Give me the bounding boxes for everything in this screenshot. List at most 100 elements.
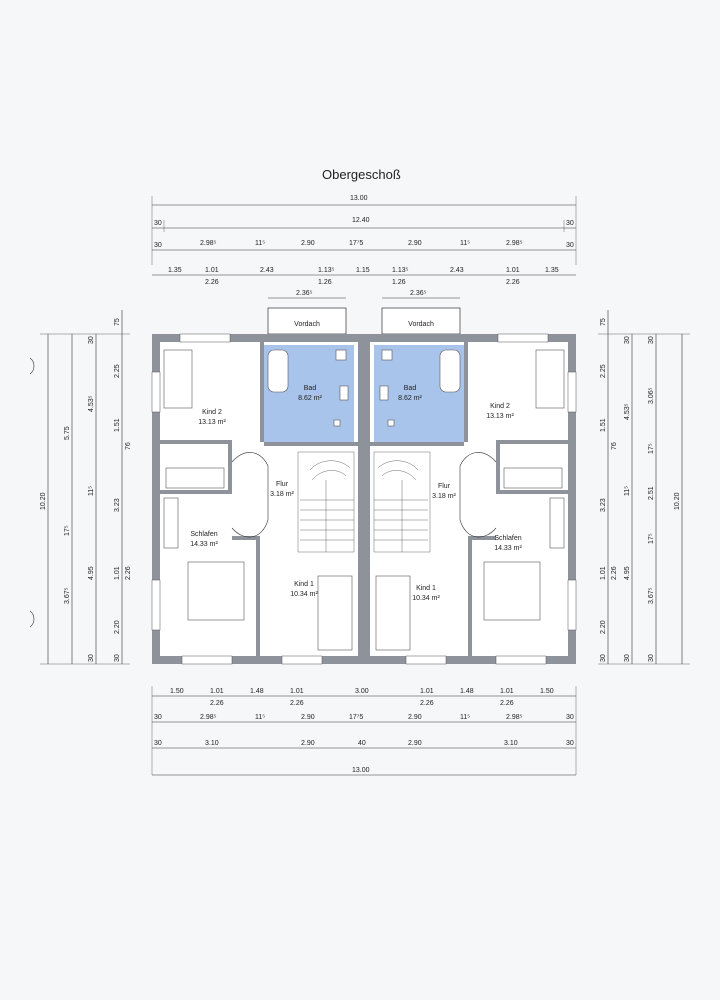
vordach-right-label: Vordach <box>408 321 434 328</box>
dim-left-c3: 30 <box>88 654 95 662</box>
bed-kind1-right <box>375 575 411 651</box>
dim-top-r4: 1.01 <box>205 267 219 274</box>
left-dimensions: 10.20 5.75 17⁵ 3.67⁵ 30 4.53⁵ 11⁵ 4.95 3… <box>40 310 132 665</box>
dim-left-c4: 1.51 <box>114 418 121 432</box>
dim-top-r3: 2.98⁵ <box>200 240 217 247</box>
room-schlafen-right-name: Schlafen <box>494 535 521 542</box>
dim-left-c2: 5.75 <box>64 426 71 440</box>
shelf-left <box>165 467 225 489</box>
dim-bottom-r1: 1.01 <box>500 688 514 695</box>
dim-top-r4: 1.13⁵ <box>392 267 409 274</box>
room-schlafen-left-area: 14.33 m² <box>190 541 218 548</box>
dim-top-r5: 2.36⁵ <box>296 290 313 297</box>
dim-top-r4: 2.43 <box>450 267 464 274</box>
stairs-right <box>373 451 431 553</box>
dim-left-total: 10.20 <box>40 492 47 510</box>
dim-bottom-r2: 11⁵ <box>460 714 470 721</box>
wardrobe-kind2-right <box>535 349 565 409</box>
dim-bottom-r2: 17⁷5 <box>349 714 363 721</box>
dim-right-c1: 1.51 <box>600 418 607 432</box>
bottom-dimensions: 1.50 1.01 1.48 1.01 3.00 1.01 1.48 1.01 … <box>151 686 577 776</box>
room-bad-left-name: Bad <box>304 385 317 392</box>
binder-hole-bottom <box>29 610 35 628</box>
room-kind2-left-area: 13.13 m² <box>198 419 226 426</box>
dim-top-r4sub: 2.26 <box>506 279 520 286</box>
dim-bottom-r3: 40 <box>358 740 366 747</box>
bathtub-left <box>267 349 289 393</box>
room-kind1-left-area: 10.34 m² <box>290 591 318 598</box>
dim-bottom-r1: 1.01 <box>210 688 224 695</box>
room-flur-right-area: 3.18 m² <box>432 493 456 500</box>
dim-bottom-r1: 1.50 <box>170 688 184 695</box>
dim-right-c1: 2.25 <box>600 364 607 378</box>
sink-right <box>381 349 393 361</box>
dim-bottom-r1: 1.48 <box>250 688 264 695</box>
dim-bottom-r1: 1.48 <box>460 688 474 695</box>
dim-top-r4sub: 2.26 <box>205 279 219 286</box>
room-bad-right-name: Bad <box>404 385 417 392</box>
dim-bottom-r2: 30 <box>154 714 162 721</box>
dim-bottom-r1sub: 2.26 <box>290 700 304 707</box>
dim-top-r2: 30 <box>154 220 162 227</box>
room-kind2-right-area: 13.13 m² <box>486 413 514 420</box>
dim-top-r4: 1.13⁵ <box>318 267 335 274</box>
dim-left-c3: 11⁵ <box>88 486 95 496</box>
dim-right-c3: 2.51 <box>648 486 655 500</box>
right-dimensions: 75 2.25 1.51 76 3.23 1.01 2.26 2.20 30 3… <box>598 310 690 665</box>
dim-bottom-r2: 2.90 <box>408 714 422 721</box>
top-dimensions: 13.00 30 12.40 30 30 2.98⁵ 11⁵ 2.90 17⁷5… <box>151 195 577 299</box>
dim-right-c1: 3.23 <box>600 498 607 512</box>
room-bad-left-area: 8.62 m² <box>298 395 322 402</box>
dim-top-r2: 30 <box>566 220 574 227</box>
dim-top-r4: 2.43 <box>260 267 274 274</box>
dim-left-c3: 4.95 <box>88 566 95 580</box>
dim-top-r3: 2.98⁵ <box>506 240 523 247</box>
dim-top-r4: 1.15 <box>356 267 370 274</box>
dim-left-c4: 2.20 <box>114 620 121 634</box>
room-kind2-right-name: Kind 2 <box>490 403 510 410</box>
dim-left-c4: 76 <box>125 442 132 450</box>
drain-right <box>387 419 395 427</box>
dim-top-total: 13.00 <box>350 195 368 202</box>
dim-bottom-r1: 1.50 <box>540 688 554 695</box>
dim-right-c3: 17⁵ <box>648 533 655 544</box>
dim-bottom-r2: 2.98⁵ <box>200 714 217 721</box>
wardrobe-kind2-left <box>163 349 193 409</box>
dim-left-c3: 30 <box>88 336 95 344</box>
dim-top-r3: 2.90 <box>301 240 315 247</box>
dim-bottom-r1sub: 2.26 <box>500 700 514 707</box>
dim-bottom-r3: 2.90 <box>408 740 422 747</box>
room-kind1-right-area: 10.34 m² <box>412 595 440 602</box>
dim-top-r4: 1.35 <box>168 267 182 274</box>
dim-right-c1: 76 <box>611 442 618 450</box>
sink-left <box>335 349 347 361</box>
dim-top-r3: 30 <box>566 242 574 249</box>
cabinet-schlafen-left <box>163 497 179 549</box>
dim-left-c3: 4.53⁵ <box>88 395 95 412</box>
toilet-left <box>339 385 349 401</box>
dim-bottom-r2: 30 <box>566 714 574 721</box>
dim-bottom-r3: 2.90 <box>301 740 315 747</box>
dim-top-r4sub: 1.26 <box>392 279 406 286</box>
dim-left-c4: 30 <box>114 654 121 662</box>
dim-bottom-r3: 30 <box>566 740 574 747</box>
vordach-left <box>267 307 347 335</box>
dim-bottom-r3: 30 <box>154 740 162 747</box>
cabinet-schlafen-right <box>549 497 565 549</box>
dim-top-r4: 1.35 <box>545 267 559 274</box>
bed-schlafen-right <box>483 561 541 621</box>
dim-left-c4: 2.26 <box>125 566 132 580</box>
dim-top-r3: 30 <box>154 242 162 249</box>
dim-left-c2: 3.67⁵ <box>64 587 71 604</box>
dim-left-c2: 17⁵ <box>64 525 71 536</box>
dim-top-r3: 2.90 <box>408 240 422 247</box>
dim-right-c3: 17⁵ <box>648 443 655 454</box>
dim-right-total: 10.20 <box>674 492 681 510</box>
room-bad-right-area: 8.62 m² <box>398 395 422 402</box>
dim-top-r5: 2.36⁵ <box>410 290 427 297</box>
dim-right-c2: 4.53⁵ <box>624 403 631 420</box>
dim-top-r3: 17⁷5 <box>349 240 363 247</box>
room-kind2-left-name: Kind 2 <box>202 409 222 416</box>
dim-right-c2: 30 <box>624 654 631 662</box>
dim-top-r2: 12.40 <box>352 217 370 224</box>
